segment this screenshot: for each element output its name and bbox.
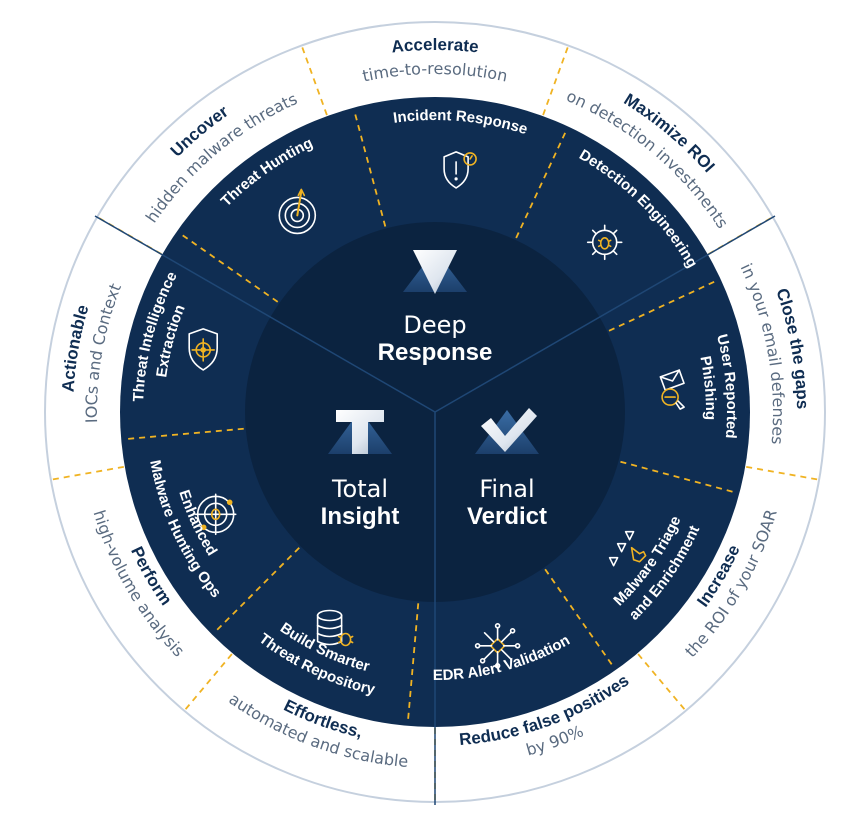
inner-separator: [213, 547, 300, 634]
inner-separator: [178, 231, 279, 303]
inner-separator: [515, 127, 569, 239]
inner-separator: [353, 109, 387, 227]
deep-response-line1: Deep: [403, 311, 466, 339]
outer-label-0-bold: Accelerate: [390, 35, 479, 57]
deep-response-logo: [403, 250, 467, 294]
deep-response-line2: Response: [378, 339, 493, 366]
radar-bug-icon: [194, 493, 237, 536]
gear-bug-icon: [586, 224, 623, 261]
outer-separator: [637, 653, 686, 711]
inner-separator: [620, 460, 738, 494]
database-bug-icon: [316, 609, 354, 647]
outer-separator: [51, 465, 124, 481]
final-verdict-line2: Verdict: [467, 503, 547, 530]
outer-separator: [746, 465, 819, 481]
segment-icons: [188, 151, 685, 669]
shield-target-icon: [188, 328, 218, 371]
center-final-verdict: Final Verdict: [467, 408, 547, 530]
inner-separator: [544, 568, 616, 669]
center-dividers: [94, 215, 776, 805]
total-insight-logo: [328, 410, 392, 454]
inner-ring-separators: [123, 109, 738, 724]
final-verdict-line1: Final: [479, 475, 534, 503]
triage-hand-icon: [608, 530, 647, 567]
total-insight-line1: Total: [331, 475, 388, 503]
center-deep-response: Deep Response: [378, 250, 493, 366]
target-arrow-icon: [278, 188, 317, 235]
total-insight-line2: Insight: [321, 503, 400, 530]
shield-alert-icon: [443, 151, 477, 189]
network-node-icon: [474, 622, 521, 669]
outer-separator: [184, 653, 233, 711]
inner-separator: [406, 603, 420, 724]
center-total-insight: Total Insight: [321, 410, 400, 530]
inner-separator: [123, 427, 244, 441]
phishing-email-icon: [659, 369, 685, 410]
final-verdict-logo: [475, 408, 539, 454]
outer-separator: [301, 46, 328, 116]
outer-separator: [542, 46, 569, 116]
inner-separator: [608, 278, 720, 332]
inner-label-2-line1: Phishing: [696, 355, 719, 421]
